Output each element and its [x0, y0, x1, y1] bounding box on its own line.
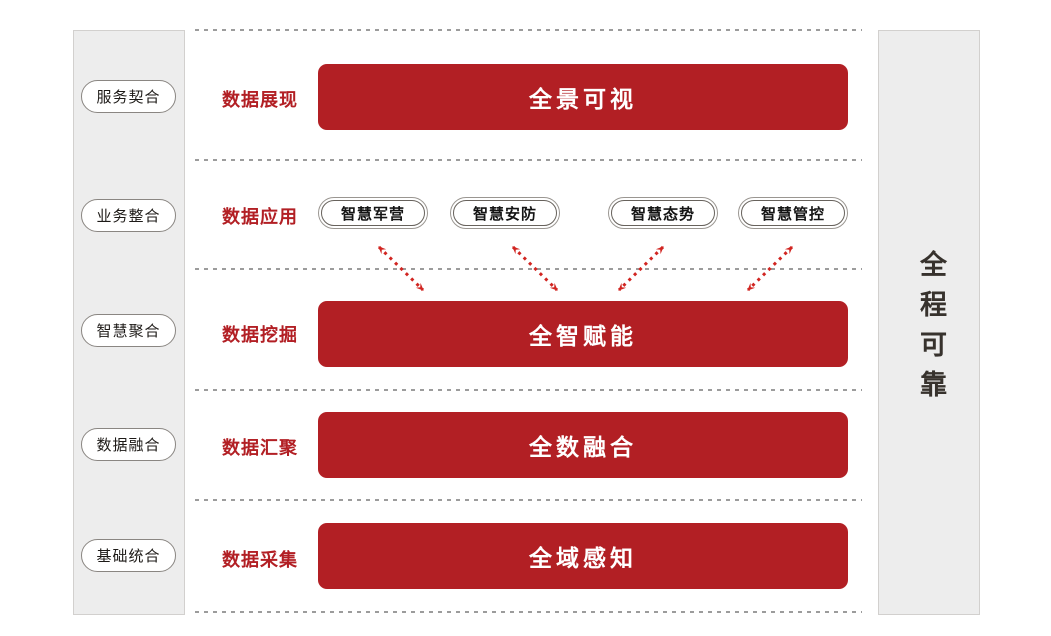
app-pill-smart-security: 智慧安防: [450, 197, 560, 229]
separator-line-1: [195, 29, 862, 31]
row-label-collection: 数据采集: [222, 550, 298, 571]
row-label-display: 数据展现: [222, 90, 298, 111]
app-pill-smart-camp: 智慧军营: [318, 197, 428, 229]
reliability-vertical-label: 全程可靠: [915, 250, 946, 410]
banner-ai-empower: 全智赋能: [318, 301, 848, 367]
separator-line-3: [195, 268, 862, 270]
row-label-apply: 数据应用: [222, 207, 298, 228]
app-pill-smart-control: 智慧管控: [738, 197, 848, 229]
banner-domain-sensing: 全域感知: [318, 523, 848, 589]
separator-line-5: [195, 499, 862, 501]
app-pill-smart-situation-label: 智慧态势: [611, 200, 715, 226]
capability-pill-business: 业务整合: [81, 199, 176, 232]
row-label-aggregate: 数据汇聚: [222, 438, 298, 459]
app-pill-smart-control-label: 智慧管控: [741, 200, 845, 226]
separator-line-4: [195, 389, 862, 391]
app-pill-smart-security-label: 智慧安防: [453, 200, 557, 226]
banner-data-fusion: 全数融合: [318, 412, 848, 478]
capability-pill-foundation: 基础统合: [81, 539, 176, 572]
app-pill-smart-camp-label: 智慧军营: [321, 200, 425, 226]
row-label-mining: 数据挖掘: [222, 325, 298, 346]
separator-line-6: [195, 611, 862, 613]
capability-pill-data: 数据融合: [81, 428, 176, 461]
capability-pill-wisdom: 智慧聚合: [81, 314, 176, 347]
banner-panorama-visual: 全景可视: [318, 64, 848, 130]
app-pill-smart-situation: 智慧态势: [608, 197, 718, 229]
right-reliability-panel: [878, 30, 980, 615]
separator-line-2: [195, 159, 862, 161]
capability-pill-service: 服务契合: [81, 80, 176, 113]
